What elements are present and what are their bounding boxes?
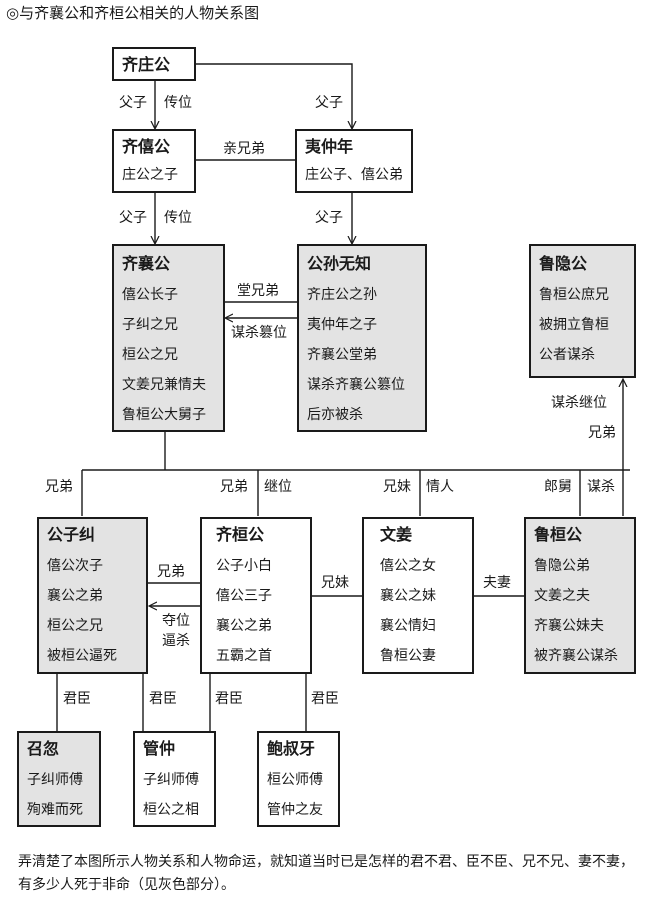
person-baoshuya: 鲍叔牙 桓公师傅 管仲之友 [257, 731, 340, 827]
person-name: 管仲 [143, 739, 176, 758]
person-qizhuang: 齐庄公 [112, 47, 196, 81]
relation-label: 继位 [263, 478, 293, 496]
person-note: 殉难而死 [27, 802, 83, 818]
person-note: 齐庄公之孙 [307, 287, 377, 303]
person-note: 夷仲年之子 [307, 317, 377, 333]
relation-label: 君臣 [148, 690, 178, 708]
person-guanzhong: 管仲 子纠师傅 桓公之相 [133, 731, 216, 827]
person-name: 鲁桓公 [534, 525, 583, 544]
person-yizhongnian: 夷仲年 庄公子、僖公弟 [295, 129, 413, 193]
relation-label: 父子 [314, 209, 344, 227]
relation-label: 君臣 [214, 690, 244, 708]
person-name: 公孙无知 [307, 254, 372, 273]
relation-label: 父子 [118, 94, 148, 112]
person-note: 子纠师傅 [143, 772, 199, 788]
person-name: 齐僖公 [122, 137, 171, 156]
person-note: 五霸之首 [216, 648, 272, 664]
relation-label: 谋杀 [586, 478, 616, 496]
person-qixi: 齐僖公 庄公之子 [112, 129, 196, 193]
person-luyin: 鲁隐公 鲁桓公庶兄 被拥立鲁桓 公者谋杀 [529, 244, 636, 378]
person-note: 文姜之夫 [534, 588, 590, 604]
person-name: 齐庄公 [122, 55, 171, 74]
person-note: 谋杀齐襄公篡位 [307, 377, 405, 393]
person-note: 襄公情妇 [380, 618, 436, 634]
relation-label: 传位 [163, 94, 193, 112]
person-note: 文姜兄兼情夫 [122, 377, 206, 393]
footer-note: 弄清楚了本图所示人物关系和人物命运，就知道当时已是怎样的君不君、臣不臣、兄不兄、… [18, 854, 634, 893]
relation-label: 兄弟 [219, 478, 249, 496]
person-gongsunwuzhi: 公孙无知 齐庄公之孙 夷仲年之子 齐襄公堂弟 谋杀齐襄公篡位 后亦被杀 [297, 244, 427, 432]
person-qihuan: 齐桓公 公子小白 僖公三子 襄公之弟 五霸之首 [200, 517, 312, 674]
person-name: 鲁隐公 [539, 254, 588, 273]
relation-label: 情人 [425, 478, 455, 496]
person-note: 鲁桓公妻 [380, 648, 436, 664]
person-note: 桓公师傅 [267, 772, 323, 788]
person-qixiang: 齐襄公 僖公长子 子纠之兄 桓公之兄 文姜兄兼情夫 鲁桓公大舅子 [112, 244, 225, 432]
person-note: 桓公之兄 [47, 618, 103, 634]
relation-label: 君臣 [310, 690, 340, 708]
relation-label: 堂兄弟 [237, 283, 279, 299]
person-note: 庄公子、僖公弟 [305, 167, 403, 183]
relation-label: 兄弟 [157, 564, 185, 580]
person-luhuan: 鲁桓公 鲁隐公弟 文姜之夫 齐襄公妹夫 被齐襄公谋杀 [524, 517, 636, 674]
person-note: 管仲之友 [267, 802, 323, 818]
person-note: 鲁桓公大舅子 [122, 407, 206, 423]
person-note: 被齐襄公谋杀 [534, 648, 618, 664]
person-note: 僖公长子 [122, 287, 178, 303]
person-note: 子纠之兄 [122, 317, 178, 333]
relation-label: 夺位 [162, 613, 190, 629]
relation-label: 谋杀继位 [550, 394, 608, 412]
relation-label: 谋杀篡位 [231, 325, 287, 341]
person-note: 公子小白 [216, 558, 272, 574]
person-name: 鲍叔牙 [267, 739, 316, 758]
person-note: 僖公三子 [216, 588, 272, 604]
person-note: 子纠师傅 [27, 772, 83, 788]
person-note: 后亦被杀 [307, 407, 363, 423]
person-note: 庄公之子 [122, 167, 178, 183]
person-name: 文姜 [380, 525, 413, 544]
diagram-title: ◎与齐襄公和齐桓公相关的人物关系图 [6, 4, 260, 22]
person-shaohu: 召忽 子纠师傅 殉难而死 [17, 731, 101, 827]
relation-label: 郎舅 [543, 478, 573, 496]
relation-label: 兄妹 [320, 574, 350, 592]
person-wenjiang: 文姜 僖公之女 襄公之妹 襄公情妇 鲁桓公妻 [362, 517, 474, 674]
relation-label: 父子 [118, 209, 148, 227]
person-note: 鲁隐公弟 [534, 558, 590, 574]
person-name: 齐襄公 [122, 254, 171, 273]
person-note: 齐襄公堂弟 [307, 347, 377, 363]
relation-label: 传位 [163, 209, 193, 227]
relation-label: 亲兄弟 [222, 140, 266, 158]
person-note: 桓公之兄 [122, 347, 178, 363]
person-note: 襄公之妹 [380, 588, 436, 604]
relation-label: 夫妻 [482, 574, 512, 592]
relation-label: 君臣 [62, 690, 92, 708]
person-name: 召忽 [27, 739, 60, 758]
relation-label: 父子 [314, 94, 344, 112]
person-name: 齐桓公 [216, 525, 265, 544]
person-note: 鲁桓公庶兄 [539, 287, 609, 303]
relation-label: 兄弟 [44, 478, 74, 496]
relation-label: 兄弟 [587, 424, 617, 442]
person-note: 桓公之相 [143, 802, 199, 818]
person-name: 公子纠 [47, 525, 96, 544]
person-note: 齐襄公妹夫 [534, 618, 604, 634]
relation-label: 逼杀 [162, 633, 190, 649]
person-name: 夷仲年 [305, 137, 354, 156]
person-note: 襄公之弟 [47, 588, 103, 604]
person-note: 被拥立鲁桓 [539, 317, 609, 333]
person-note: 被桓公逼死 [47, 648, 117, 664]
person-note: 僖公次子 [47, 558, 103, 574]
person-note: 僖公之女 [380, 558, 436, 574]
person-gongzijiu: 公子纠 僖公次子 襄公之弟 桓公之兄 被桓公逼死 [37, 517, 148, 674]
relation-label: 兄妹 [382, 478, 412, 496]
person-note: 襄公之弟 [216, 618, 272, 634]
person-note: 公者谋杀 [539, 347, 595, 363]
